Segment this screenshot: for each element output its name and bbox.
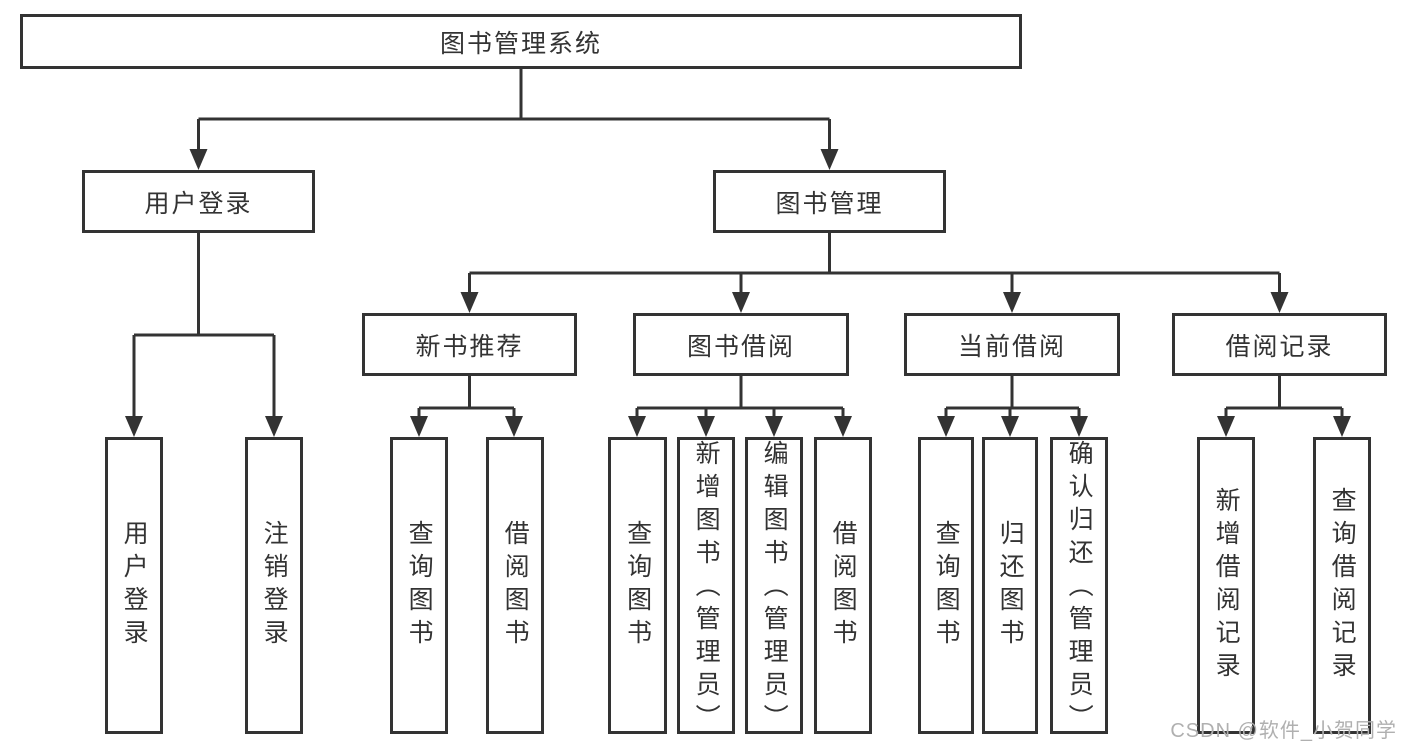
arrowhead-icon [189,149,208,170]
arrowhead-icon [697,416,715,437]
node-user-login: 用户登录 [82,170,315,233]
arrowhead-icon [937,416,955,437]
arrowhead-icon [765,416,783,437]
leaf-query-borrow-record-label: 查询借阅记录 [1328,486,1357,685]
node-borrowing-records-label: 借阅记录 [1225,332,1334,361]
node-book-borrowing-label: 图书借阅 [686,332,795,361]
leaf-query-book-3-label: 查询图书 [932,519,961,652]
leaf-borrow-book-2-label: 借阅图书 [829,519,858,652]
leaf-query-book-1-label: 查询图书 [405,519,434,652]
leaf-query-book-3: 查询图书 [918,437,974,734]
leaf-edit-book-admin-label: 编辑图书（管理员） [760,440,789,737]
leaf-query-borrow-record: 查询借阅记录 [1313,437,1371,734]
leaf-edit-book-admin: 编辑图书（管理员） [745,437,803,737]
node-new-book-recommendation: 新书推荐 [362,313,577,376]
arrowhead-icon [460,292,479,313]
leaf-borrow-book-2: 借阅图书 [814,437,872,734]
arrowhead-icon [820,149,839,170]
leaf-logout-label: 注销登录 [260,519,289,652]
node-user-login-label: 用户登录 [144,189,253,218]
arrowhead-icon [410,416,428,437]
leaf-add-borrow-record-label: 新增借阅记录 [1212,486,1241,685]
leaf-return-book: 归还图书 [982,437,1038,734]
node-new-book-recommendation-label: 新书推荐 [415,332,524,361]
leaf-add-borrow-record: 新增借阅记录 [1197,437,1255,734]
leaf-confirm-return-admin-label: 确认归还（管理员） [1065,440,1094,737]
arrowhead-icon [1001,416,1019,437]
arrowhead-icon [1003,292,1021,313]
leaf-query-book-2: 查询图书 [608,437,667,734]
arrowhead-icon [1270,292,1289,313]
node-current-borrowing: 当前借阅 [904,313,1120,376]
arrowhead-icon [505,416,523,437]
node-book-borrowing: 图书借阅 [633,313,849,376]
node-borrowing-records: 借阅记录 [1172,313,1387,376]
watermark: CSDN @软件_小贺同学 [1170,720,1397,742]
leaf-query-book-2-label: 查询图书 [623,519,652,652]
leaf-user-login-label: 用户登录 [120,519,149,652]
node-book-management-label: 图书管理 [775,189,884,218]
leaf-logout: 注销登录 [245,437,303,734]
leaf-borrow-book-1-label: 借阅图书 [501,519,530,652]
arrowhead-icon [628,416,646,437]
leaf-add-book-admin-label: 新增图书（管理员） [692,440,721,737]
leaf-return-book-label: 归还图书 [996,519,1025,652]
leaf-query-book-1: 查询图书 [390,437,448,734]
arrowhead-icon [1070,416,1088,437]
arrowhead-icon [1217,416,1235,437]
leaf-confirm-return-admin: 确认归还（管理员） [1050,437,1108,737]
arrowhead-icon [834,416,852,437]
arrowhead-icon [125,416,143,437]
arrowhead-icon [1333,416,1351,437]
arrowhead-icon [732,292,750,313]
node-root-label: 图书管理系统 [439,29,602,58]
arrowhead-icon [265,416,283,437]
leaf-borrow-book-1: 借阅图书 [486,437,544,734]
node-root: 图书管理系统 [20,14,1022,69]
leaf-add-book-admin: 新增图书（管理员） [677,437,735,737]
leaf-user-login: 用户登录 [105,437,163,734]
node-book-management: 图书管理 [713,170,946,233]
node-current-borrowing-label: 当前借阅 [957,332,1066,361]
